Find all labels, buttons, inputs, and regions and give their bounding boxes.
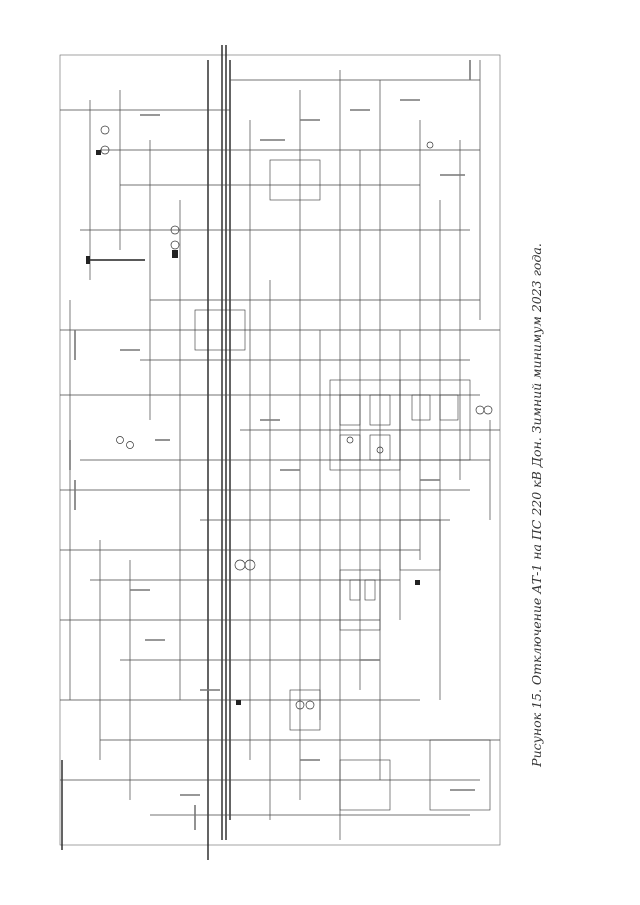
schematic-content xyxy=(59,45,501,860)
main-buses xyxy=(61,45,231,860)
connection-lines-horizontal xyxy=(60,79,500,816)
equipment-symbols xyxy=(100,125,493,710)
label-ticks xyxy=(69,60,475,830)
terminal-markers xyxy=(86,150,420,705)
schematic-frame xyxy=(59,54,501,846)
figure-caption: Рисунок 15. Отключение АТ-1 на ПС 220 кВ… xyxy=(529,243,544,767)
connection-lines-vertical xyxy=(69,60,491,840)
switchgear-blocks xyxy=(194,159,491,811)
